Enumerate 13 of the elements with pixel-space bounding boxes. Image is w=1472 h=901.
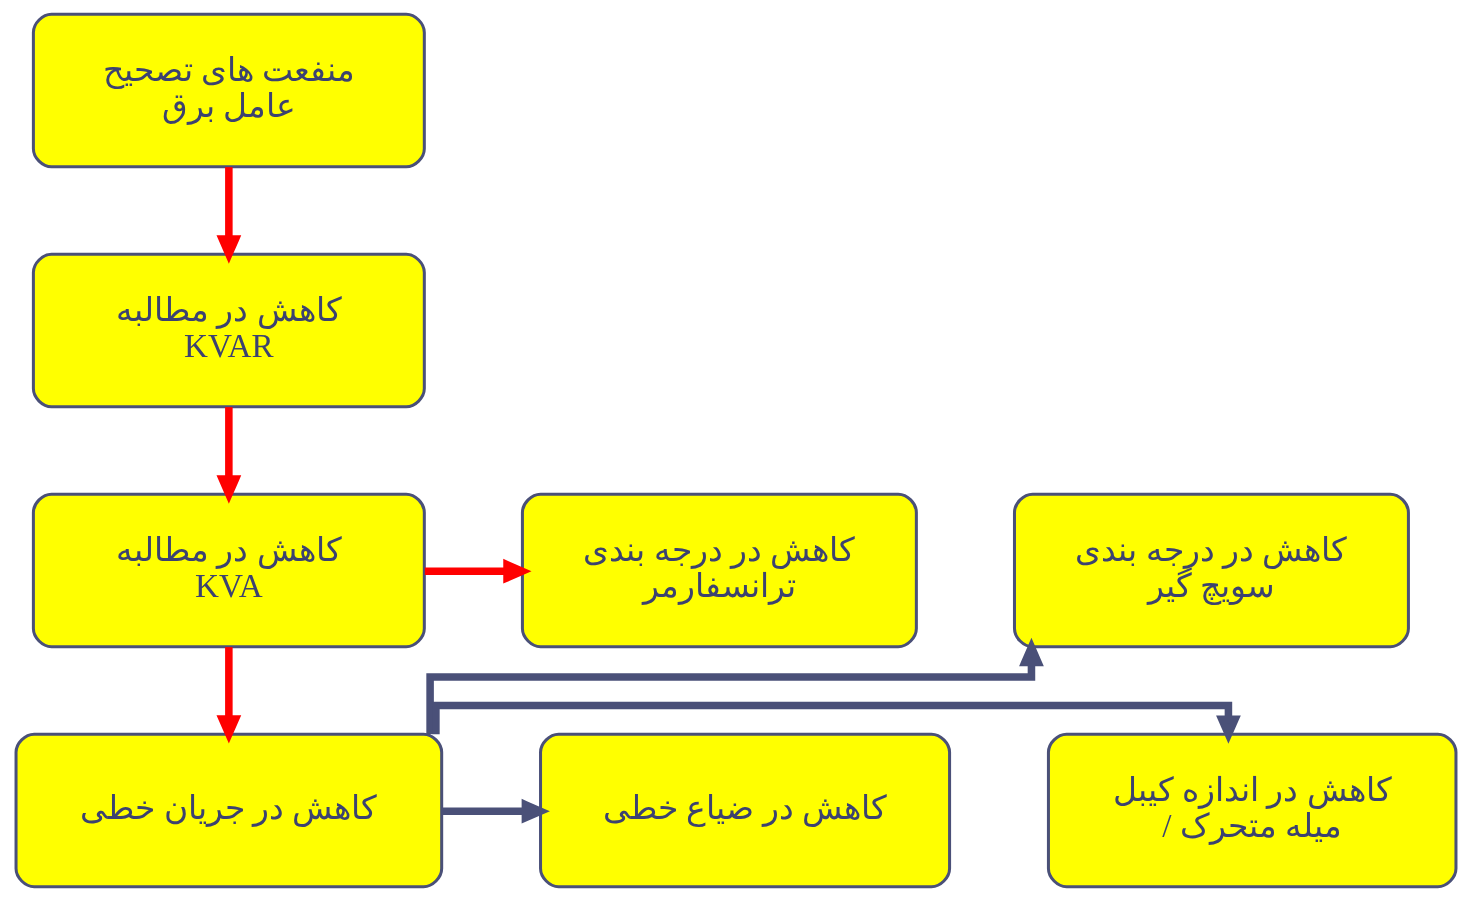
node-box: کاهش در درجه بندی ترانسفارمر — [520, 492, 918, 649]
arrow — [432, 701, 1241, 744]
arrow — [424, 558, 532, 584]
node-box: کاهش در درجه بندی سویچ گیر — [1012, 492, 1410, 649]
arrow — [216, 167, 242, 264]
node-box: منفعت های تصحیح عامل برق — [31, 12, 426, 169]
arrow — [441, 798, 550, 824]
arrow — [216, 647, 242, 744]
node-box: کاهش در ضیاع خطی — [539, 732, 952, 889]
node-box: کاهش در اندازه کیبل / میله متحرک — [1046, 732, 1458, 889]
arrow — [426, 637, 1044, 734]
node-box: کاهش در جریان خطی — [14, 732, 444, 889]
arrow — [216, 407, 242, 504]
